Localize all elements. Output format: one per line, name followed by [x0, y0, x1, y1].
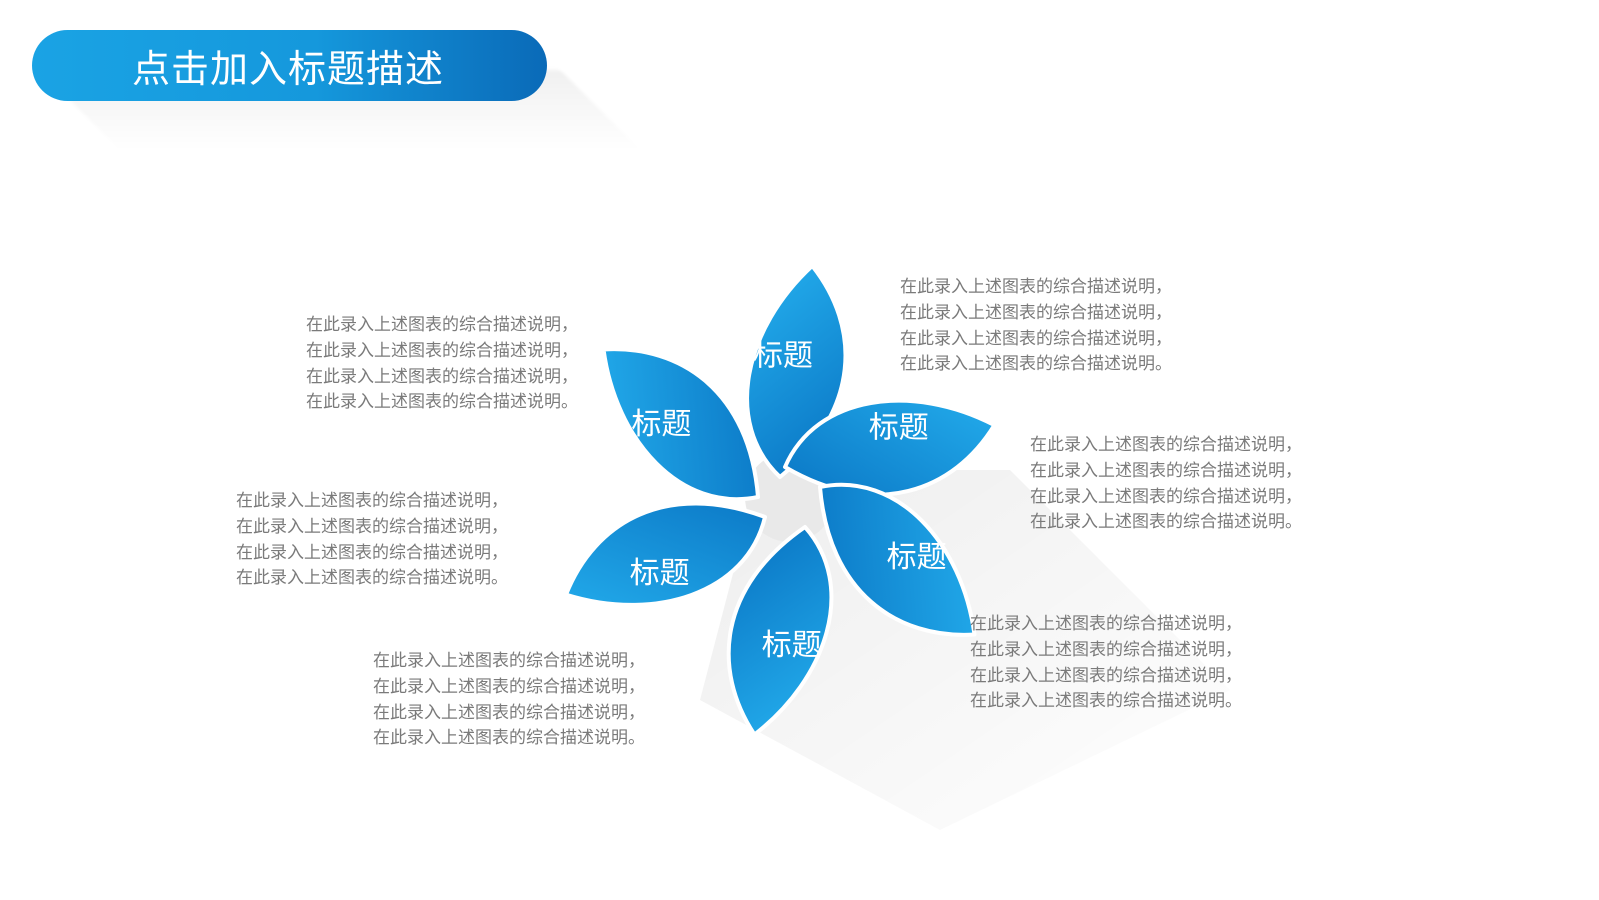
- description-bottom-left[interactable]: 在此录入上述图表的综合描述说明， 在此录入上述图表的综合描述说明， 在此录入上述…: [373, 649, 645, 752]
- desc-line: 在此录入上述图表的综合描述说明，: [236, 491, 508, 511]
- petal-label: 标题: [869, 410, 929, 445]
- desc-line: 在此录入上述图表的综合描述说明，: [373, 676, 645, 697]
- description-top-left[interactable]: 在此录入上述图表的综合描述说明， 在此录入上述图表的综合描述说明， 在此录入上述…: [306, 313, 578, 416]
- desc-line: 在此录入上述图表的综合描述说明，: [900, 302, 1172, 323]
- desc-line: 在此录入上述图表的综合描述说明。: [1030, 512, 1302, 533]
- title-banner[interactable]: 点击加入标题描述: [32, 30, 547, 101]
- description-top-right[interactable]: 在此录入上述图表的综合描述说明， 在此录入上述图表的综合描述说明， 在此录入上述…: [900, 275, 1172, 378]
- petal-label: 标题: [631, 407, 691, 442]
- desc-line: 在此录入上述图表的综合描述说明。: [373, 728, 645, 749]
- desc-line: 在此录入上述图表的综合描述说明，: [970, 665, 1242, 686]
- desc-line: 在此录入上述图表的综合描述说明。: [900, 354, 1172, 375]
- desc-line: 在此录入上述图表的综合描述说明，: [373, 651, 645, 671]
- desc-line: 在此录入上述图表的综合描述说明，: [970, 639, 1242, 660]
- desc-line: 在此录入上述图表的综合描述说明，: [306, 315, 578, 335]
- petal-label: 标题: [753, 339, 813, 374]
- petal-shape: [726, 525, 834, 737]
- desc-line: 在此录入上述图表的综合描述说明。: [306, 392, 578, 413]
- desc-line: 在此录入上述图表的综合描述说明，: [970, 614, 1242, 634]
- petal-label: 标题: [887, 540, 947, 575]
- petal-lower[interactable]: 标题: [685, 517, 876, 746]
- desc-line: 在此录入上述图表的综合描述说明，: [236, 516, 508, 537]
- desc-line: 在此录入上述图表的综合描述说明，: [373, 702, 645, 723]
- petal-upper[interactable]: 标题: [584, 309, 775, 538]
- desc-line: 在此录入上述图表的综合描述说明，: [1030, 435, 1302, 455]
- desc-line: 在此录入上述图表的综合描述说明，: [306, 366, 578, 387]
- desc-line: 在此录入上述图表的综合描述说明，: [1030, 460, 1302, 481]
- diagram-shadow: [700, 470, 1230, 830]
- desc-line: 在此录入上述图表的综合描述说明，: [900, 277, 1172, 297]
- description-left[interactable]: 在此录入上述图表的综合描述说明， 在此录入上述图表的综合描述说明， 在此录入上述…: [236, 489, 508, 592]
- petal-lower-right[interactable]: 标题: [803, 445, 995, 674]
- petal-left[interactable]: 标题: [559, 497, 772, 611]
- page-title[interactable]: 点击加入标题描述: [132, 47, 445, 91]
- petal-shape: [818, 482, 977, 637]
- desc-line: 在此录入上述图表的综合描述说明，: [900, 328, 1172, 349]
- petal-label: 标题: [630, 556, 690, 591]
- desc-line: 在此录入上述图表的综合描述说明。: [236, 568, 508, 589]
- desc-line: 在此录入上述图表的综合描述说明，: [1030, 486, 1302, 507]
- description-right[interactable]: 在此录入上述图表的综合描述说明， 在此录入上述图表的综合描述说明， 在此录入上述…: [1030, 433, 1302, 536]
- petal-label: 标题: [762, 628, 822, 663]
- petal-shape: [564, 501, 767, 607]
- desc-line: 在此录入上述图表的综合描述说明。: [970, 691, 1242, 712]
- desc-line: 在此录入上述图表的综合描述说明，: [236, 542, 508, 563]
- petal-shape: [601, 347, 760, 502]
- description-bottom-right[interactable]: 在此录入上述图表的综合描述说明， 在此录入上述图表的综合描述说明， 在此录入上述…: [970, 612, 1242, 715]
- petal-right[interactable]: 标题: [783, 391, 997, 505]
- desc-line: 在此录入上述图表的综合描述说明，: [306, 340, 578, 361]
